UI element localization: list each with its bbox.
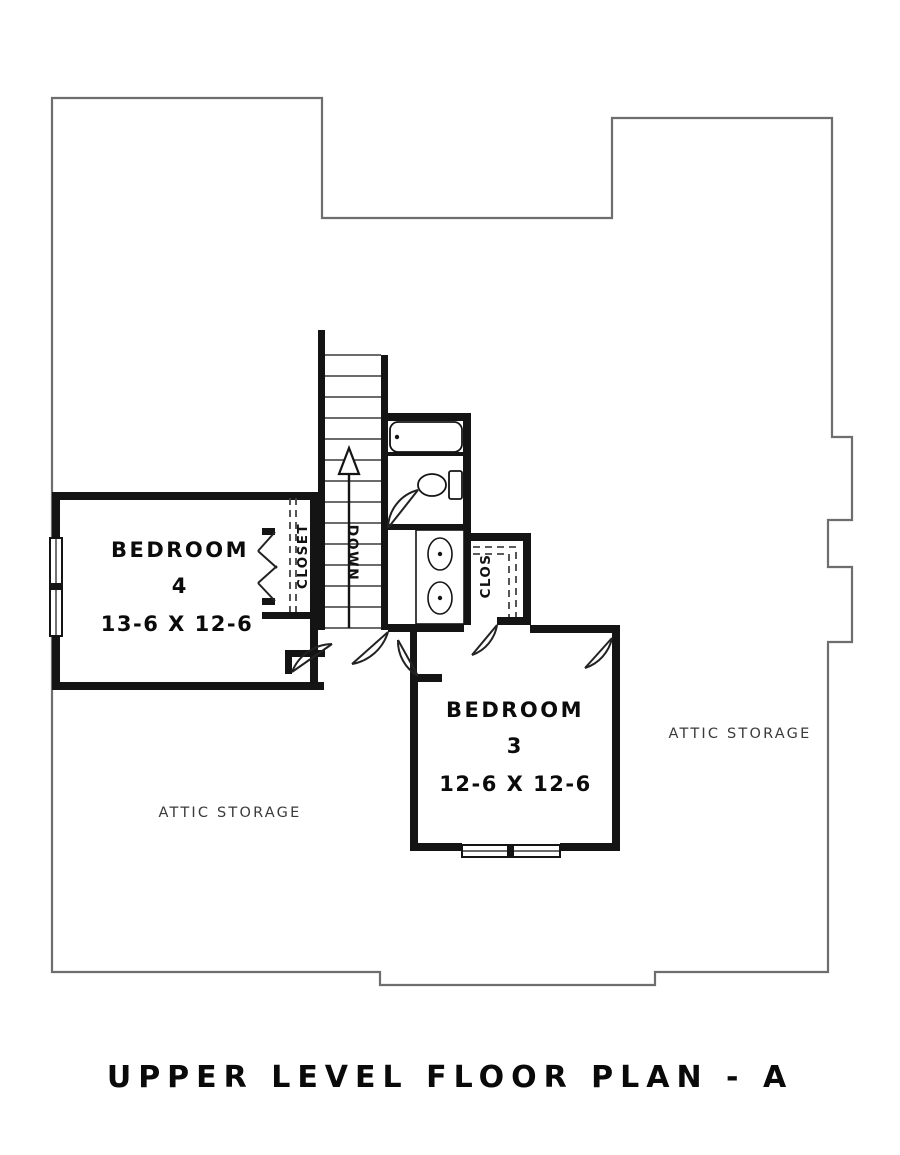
wall-bath-mid xyxy=(388,524,464,530)
attic-storage-label-right: ATTIC STORAGE xyxy=(668,726,812,742)
clos-bath-shelf-b xyxy=(473,553,510,617)
wall-stair-left xyxy=(318,330,325,630)
wall-bath-tub-partition xyxy=(388,452,464,456)
wall-closet-jamb-top xyxy=(262,492,310,499)
wall-clos-top xyxy=(463,533,531,541)
door-closet-bifold-lower xyxy=(257,565,278,602)
wall-bedroom3-top-left xyxy=(410,674,442,682)
room-label-bedroom-3-dimensions: 12-6 X 12-6 xyxy=(439,772,592,796)
wall-closet-jamb-bot xyxy=(262,598,275,605)
staircase xyxy=(325,354,381,629)
room-label-bedroom-3-name: BEDROOM xyxy=(445,698,585,722)
wall-stair-right xyxy=(381,355,388,630)
window-symbols xyxy=(49,537,561,858)
wall-bedroom4-bottom xyxy=(52,682,324,690)
door-bedroom3-right xyxy=(584,637,613,669)
page-title: UPPER LEVEL FLOOR PLAN - A xyxy=(106,1060,794,1095)
wall-landing-vert xyxy=(410,632,417,680)
interior-walls xyxy=(52,330,620,851)
wall-bath-right-upper xyxy=(463,413,471,533)
wall-bedroom3-top-right xyxy=(530,625,620,633)
wall-bedroom3-bottom-right xyxy=(560,843,620,851)
door-clos xyxy=(471,624,498,656)
bathtub-fixture xyxy=(389,421,463,453)
door-hall-upper xyxy=(351,631,389,665)
stair-up-arrow xyxy=(337,444,361,628)
wall-clos-left xyxy=(463,533,471,625)
door-bedroom3 xyxy=(396,639,419,677)
wall-bath-top xyxy=(381,413,471,421)
plumbing-fixtures xyxy=(389,421,465,625)
closet-label-bedroom-4: CLOSET xyxy=(295,522,311,590)
door-bath-upper xyxy=(387,489,419,529)
closet-shelf-lines xyxy=(289,498,517,617)
wall-bedroom3-bottom-left xyxy=(410,843,462,851)
room-label-bedroom-4-name: BEDROOM xyxy=(110,538,250,562)
wall-bedroom4-left-lower xyxy=(52,634,60,690)
wall-hall-vert-left xyxy=(285,650,292,674)
wall-closet-right xyxy=(310,492,318,690)
window-bedroom4-left xyxy=(49,537,63,637)
wall-bedroom4-left-upper xyxy=(52,492,60,540)
wall-bedroom3-right xyxy=(612,633,620,850)
wall-bedroom3-left xyxy=(410,674,418,850)
room-label-bedroom-4-number: 4 xyxy=(171,574,189,598)
attic-storage-label-left: ATTIC STORAGE xyxy=(158,805,302,821)
wall-closet-jamb-mid xyxy=(262,528,275,535)
closet-label-bath: CLOS xyxy=(478,553,494,599)
room-label-bedroom-4-dimensions: 13-6 X 12-6 xyxy=(100,612,254,636)
room-label-bedroom-3-number: 3 xyxy=(506,734,524,758)
window-bedroom3-bottom xyxy=(461,844,561,858)
toilet-fixture xyxy=(417,470,463,500)
wall-bedroom4-top xyxy=(52,492,310,500)
door-symbols xyxy=(257,489,613,677)
wall-clos-right xyxy=(523,533,531,625)
door-bedroom4 xyxy=(291,643,333,673)
wall-bath-bottom xyxy=(388,624,464,632)
wall-clos-bottom-right xyxy=(497,617,531,625)
wall-closet-bottom xyxy=(262,612,318,619)
vanity-counter xyxy=(415,529,465,625)
roof-outline xyxy=(50,96,854,987)
clos-bath-shelf-a xyxy=(473,546,517,617)
wall-bath-left-lower xyxy=(381,560,388,630)
stair-direction-label: DOWN xyxy=(344,524,360,582)
door-closet-bifold-upper xyxy=(257,531,278,569)
